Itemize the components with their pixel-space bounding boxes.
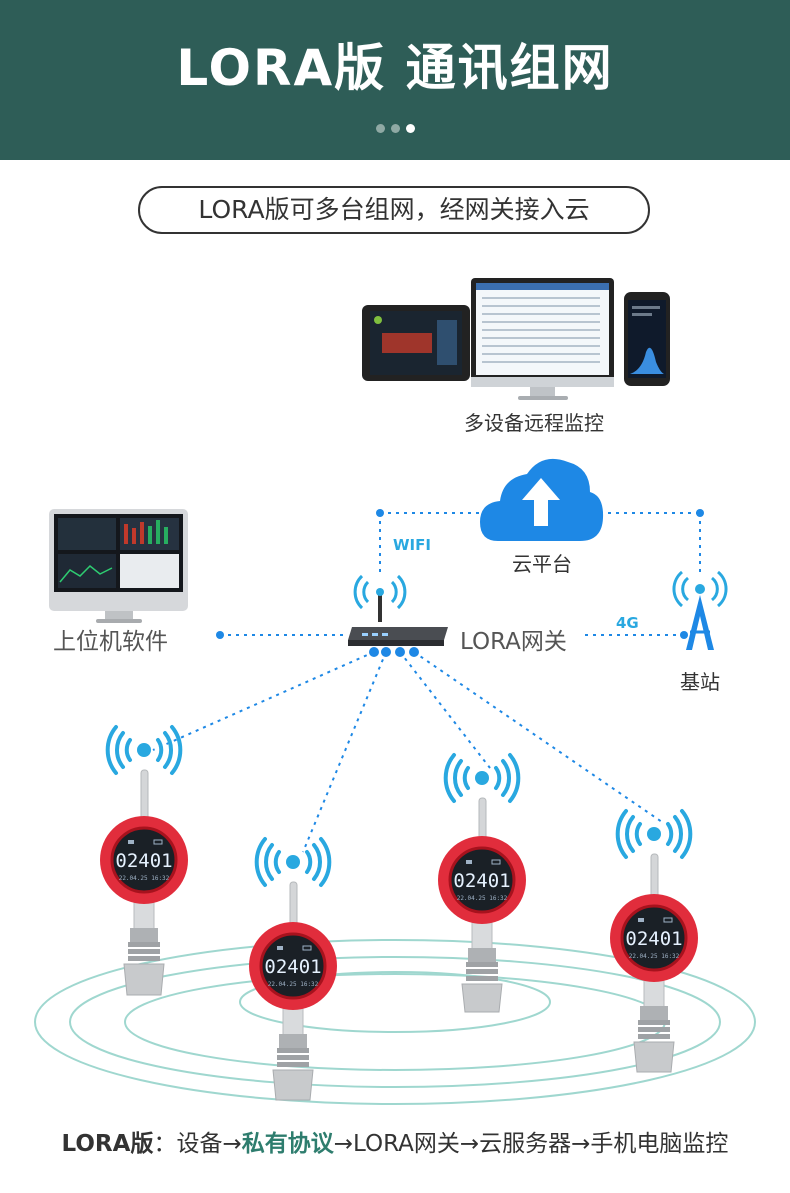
device-timestamp: 22.04.25 16:32 <box>119 875 170 882</box>
gateway-label: LORA网关 <box>460 629 567 655</box>
battery-icon <box>302 945 312 951</box>
battery-icon <box>153 839 163 845</box>
bottom-caption: LORA版：设备→私有协议→LORA网关→云服务器→手机电脑监控 <box>0 1124 790 1158</box>
device-reading: 02401 <box>115 850 172 872</box>
wifi-label: WIFI <box>393 536 431 554</box>
connection-lines <box>152 512 701 853</box>
cloud-icon <box>480 458 604 541</box>
smartphone-icon <box>624 292 670 386</box>
host-software-label: 上位机软件 <box>53 629 168 655</box>
caption-lora: LORA版 <box>61 1131 154 1157</box>
caption-protocol: 私有协议 <box>241 1131 334 1157</box>
tablet-icon <box>362 305 470 381</box>
link-4g-label: 4G <box>616 614 639 632</box>
connection-nodes <box>216 509 704 657</box>
device-reading: 02401 <box>453 870 510 892</box>
signal-bars-icon <box>128 840 134 844</box>
wifi-signal-icon <box>254 837 332 887</box>
wifi-signal-icon <box>615 809 693 859</box>
gas-detector-device-3: 02401 22.04.25 16:32 <box>438 753 526 1013</box>
cloud-label: 云平台 <box>512 552 572 576</box>
caption-chain: →LORA网关→云服务器→手机电脑监控 <box>333 1131 729 1157</box>
gas-detector-device-1: 02401 22.04.25 16:32 <box>100 725 188 996</box>
upload-arrow-icon <box>522 478 560 526</box>
gas-detector-device-4: 02401 22.04.25 16:32 <box>610 809 698 1073</box>
device-timestamp: 22.04.25 16:32 <box>457 895 508 902</box>
signal-bars-icon <box>638 918 644 922</box>
battery-icon <box>491 859 501 865</box>
host-computer-icon <box>49 509 188 623</box>
carousel-dot-2[interactable] <box>390 124 400 133</box>
device-reading: 02401 <box>264 956 321 978</box>
carousel-dots <box>0 118 790 137</box>
signal-ripples <box>34 939 756 1105</box>
subtitle-pill: LORA版可多台组网，经网关接入云 <box>138 186 650 234</box>
carousel-dot-1[interactable] <box>375 124 385 133</box>
page-title: LORA版 通讯组网 <box>176 39 614 97</box>
caption-device: ：设备→ <box>153 1131 242 1157</box>
signal-bars-icon <box>466 860 472 864</box>
device-timestamp: 22.04.25 16:32 <box>268 981 319 988</box>
gateway-icon <box>348 574 448 646</box>
base-station-icon <box>672 570 728 650</box>
wifi-signal-icon <box>105 725 183 775</box>
wifi-signal-icon <box>443 753 521 803</box>
device-reading: 02401 <box>625 928 682 950</box>
base-station-label: 基站 <box>680 670 720 694</box>
carousel-dot-3[interactable] <box>405 124 415 133</box>
desktop-monitor-icon <box>471 278 614 400</box>
battery-icon <box>663 917 673 923</box>
header-banner: LORA版 通讯组网 <box>0 0 790 160</box>
device-timestamp: 22.04.25 16:32 <box>629 953 680 960</box>
signal-bars-icon <box>277 946 283 950</box>
gas-detector-device-2: 02401 22.04.25 16:32 <box>249 837 337 1101</box>
remote-monitor-label: 多设备远程监控 <box>464 411 604 435</box>
